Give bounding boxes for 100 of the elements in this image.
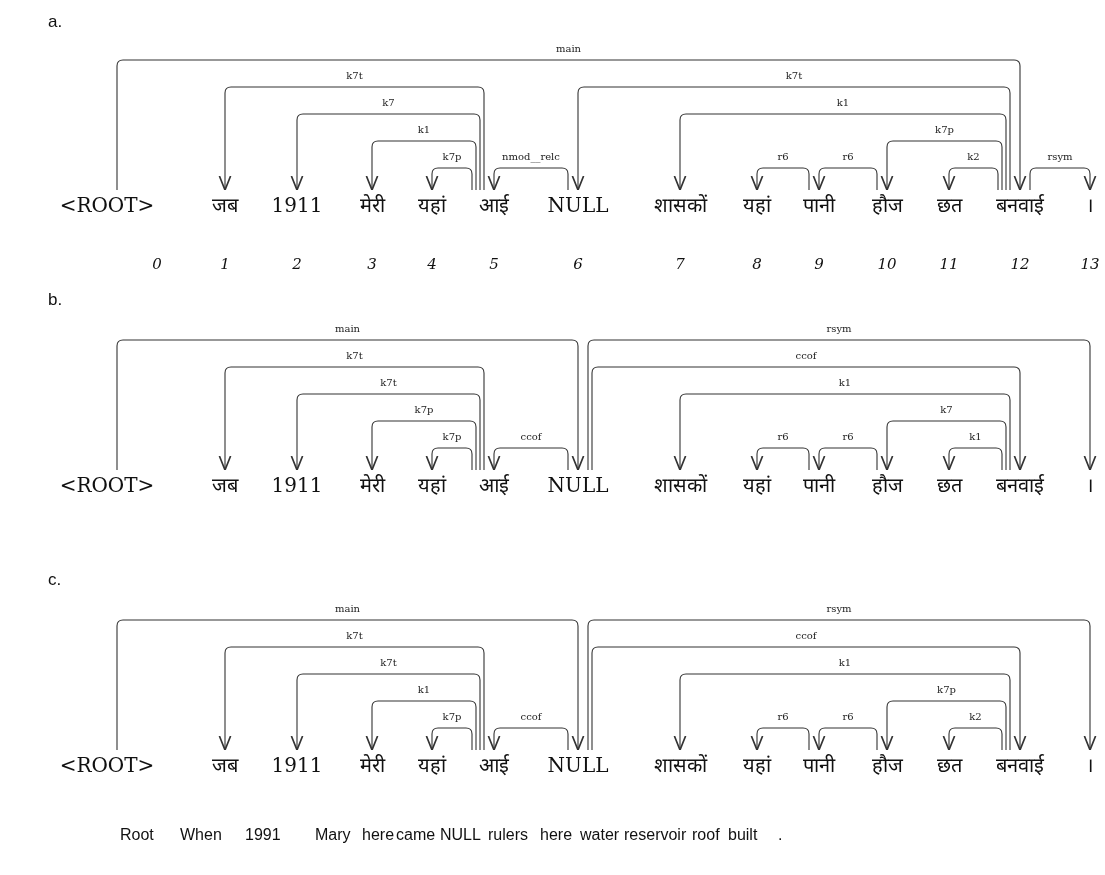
dependency-arrow [880, 420, 1007, 471]
dependency-arrow [487, 447, 569, 471]
token-index: 13 [1080, 255, 1100, 273]
token-index: 9 [814, 255, 824, 273]
word-token: 1911 [271, 190, 323, 220]
edge-label: k7p [440, 151, 464, 163]
token-index: 10 [877, 255, 897, 273]
word-token: मेरी [359, 470, 385, 500]
word-token: जब [212, 470, 238, 500]
dependency-arrow [116, 619, 585, 751]
edge-label: ccof [518, 711, 544, 723]
word-token: पानी [803, 750, 835, 780]
edge-label: k7t [378, 377, 399, 389]
token-index: 7 [675, 255, 685, 273]
row-letter: c. [48, 570, 62, 590]
word-token: । [1086, 190, 1094, 220]
dependency-arrow [116, 59, 1027, 191]
dependency-arrow [487, 727, 569, 751]
word-token: शासकों [653, 190, 707, 220]
gloss-word: roof [692, 826, 720, 844]
word-token: यहां [743, 750, 771, 780]
edge-label: r6 [840, 431, 856, 443]
dependency-arrow [290, 393, 481, 471]
dependency-arrow [942, 447, 1003, 471]
token-index: 5 [489, 255, 499, 273]
row-letter: b. [48, 290, 63, 310]
token-index: 11 [939, 255, 959, 273]
dependency-arrow [750, 167, 810, 191]
word-token: यहां [418, 470, 446, 500]
edge-label: k7t [783, 70, 805, 82]
edge-label: r6 [840, 711, 856, 723]
gloss-word: water [580, 826, 620, 844]
edge-label: k2 [967, 711, 984, 723]
token-index: 3 [367, 255, 377, 273]
word-token: आई [479, 470, 509, 500]
word-token: बनवाई [996, 470, 1044, 500]
gloss-word: built [728, 826, 758, 844]
word-token: छत [936, 750, 962, 780]
edge-label: k7p [935, 684, 958, 696]
word-token: पानी [803, 190, 835, 220]
dependency-arrow [942, 727, 1003, 751]
gloss-word: When [180, 826, 222, 844]
dependency-arrow [942, 167, 999, 191]
dependency-arrow [425, 727, 473, 751]
edge-label: r6 [775, 151, 791, 163]
word-token: <ROOT> [59, 750, 155, 780]
dependency-arrow [880, 140, 1003, 191]
gloss-word: Mary [315, 826, 351, 844]
word-token: हौज [871, 470, 903, 500]
dependency-arrow [587, 339, 1097, 471]
edge-label: ccof [793, 350, 819, 362]
dependency-arrow [673, 673, 1011, 751]
word-token: शासकों [653, 470, 707, 500]
gloss-word: NULL [440, 826, 481, 844]
word-token: 1911 [271, 750, 323, 780]
dependency-arrow [365, 140, 477, 191]
dependency-arrow [116, 339, 585, 471]
gloss-word: Root [120, 826, 154, 844]
word-token: आई [479, 190, 509, 220]
edge-label: main [553, 43, 584, 55]
word-token: आई [479, 750, 509, 780]
gloss-word: came [396, 826, 436, 844]
dependency-arrow [218, 366, 485, 471]
word-token: जब [212, 190, 238, 220]
word-token: यहां [418, 190, 446, 220]
word-token: । [1086, 750, 1094, 780]
edge-label: k7 [938, 404, 955, 416]
edge-label: r6 [840, 151, 856, 163]
dependency-arrow [290, 673, 481, 751]
dependency-arrow [673, 393, 1011, 471]
dependency-arrow [425, 447, 473, 471]
dependency-arrow [290, 113, 481, 191]
token-index: 6 [573, 255, 583, 273]
dependency-arrow [1029, 167, 1097, 191]
edge-label: main [332, 603, 363, 615]
edge-label: ccof [793, 630, 819, 642]
word-token: <ROOT> [59, 470, 155, 500]
word-token: बनवाई [996, 190, 1044, 220]
edge-label: k7 [380, 97, 397, 109]
dependency-arrow [425, 167, 473, 191]
edge-label: k7t [344, 350, 365, 362]
dependency-arrow [218, 86, 485, 191]
dependency-arrow [812, 447, 878, 471]
dependency-arrow [218, 646, 485, 751]
word-token: छत [936, 470, 962, 500]
edge-label: k7p [933, 124, 956, 136]
word-token: यहां [418, 750, 446, 780]
word-token: 1911 [271, 470, 323, 500]
edge-label: k7p [440, 431, 464, 443]
dependency-arrow [880, 700, 1007, 751]
token-index: 12 [1010, 255, 1030, 273]
word-token: बनवाई [996, 750, 1044, 780]
gloss-word: here [362, 826, 395, 844]
word-token: मेरी [359, 190, 385, 220]
edge-label: main [332, 323, 363, 335]
edge-label: nmod__relc [500, 151, 562, 163]
token-index: 2 [292, 255, 302, 273]
word-token: NULL [547, 470, 609, 500]
word-token: NULL [547, 750, 609, 780]
edge-label: k2 [965, 151, 982, 163]
